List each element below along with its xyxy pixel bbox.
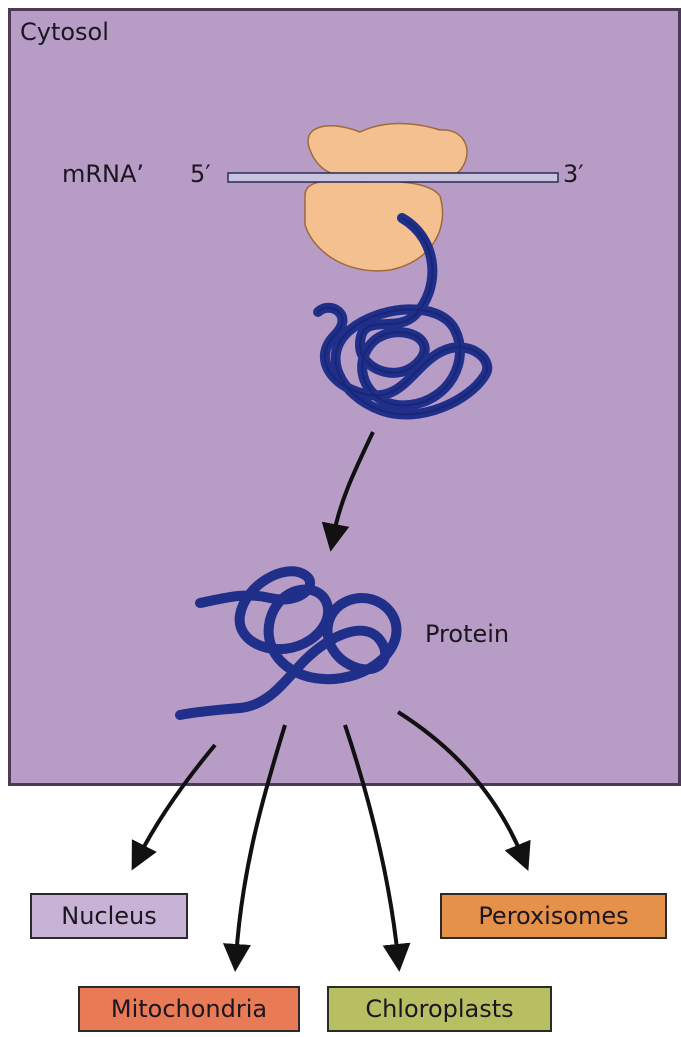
arrow-to-mitochondria	[236, 725, 285, 958]
mitochondria-label: Mitochondria	[111, 995, 267, 1023]
peroxisomes-label: Peroxisomes	[478, 902, 628, 930]
chloroplasts-label: Chloroplasts	[365, 995, 513, 1023]
three-prime-label: 3′	[563, 160, 584, 188]
arrow-to-nucleus	[138, 745, 215, 858]
five-prime-label: 5′	[190, 160, 211, 188]
arrow-to-chloroplasts	[345, 725, 398, 958]
mrna-strand	[228, 173, 558, 182]
ribosome	[305, 124, 467, 271]
ribosome-small-subunit	[305, 180, 443, 271]
nucleus-box: Nucleus	[30, 893, 188, 939]
mrna-label: mRNA’	[62, 160, 144, 188]
mitochondria-box: Mitochondria	[78, 986, 300, 1032]
chloroplasts-box: Chloroplasts	[327, 986, 552, 1032]
nucleus-label: Nucleus	[61, 902, 157, 930]
folding-arrow	[333, 432, 373, 538]
ribosome-large-subunit	[308, 124, 467, 179]
cytosol-label: Cytosol	[20, 18, 109, 46]
released-protein	[180, 571, 396, 715]
arrow-to-peroxisomes	[398, 712, 523, 858]
protein-label: Protein	[425, 620, 509, 648]
peroxisomes-box: Peroxisomes	[440, 893, 667, 939]
